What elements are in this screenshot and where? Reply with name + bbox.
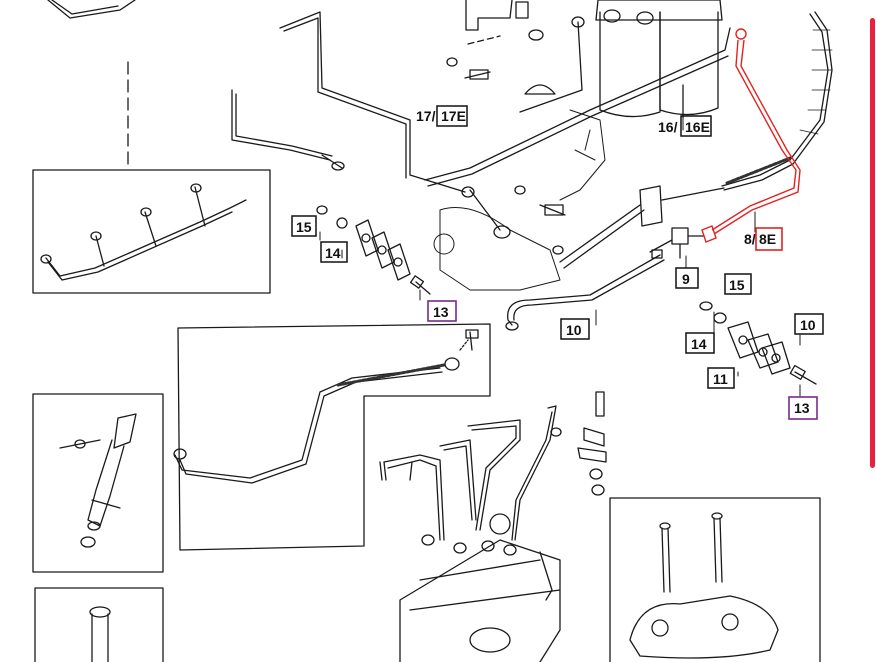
injector-pipe-box	[32, 169, 271, 294]
pump-mount-box	[609, 497, 821, 662]
callout-16-16e[interactable]: 16/ 16E	[658, 115, 712, 137]
scrollbar-thumb[interactable]	[870, 18, 875, 468]
pipe-fragment-top-left	[47, 0, 136, 19]
nozzle-box	[34, 587, 164, 662]
svg-text:15: 15	[729, 277, 745, 293]
svg-text:8/: 8/	[744, 231, 756, 247]
callout-13-left[interactable]: 13	[427, 300, 457, 322]
svg-text:11: 11	[713, 371, 728, 387]
filter-housing	[595, 0, 723, 119]
highlighted-pipe-8e[interactable]	[701, 28, 801, 243]
leader-lines	[319, 117, 801, 397]
svg-text:9: 9	[682, 271, 690, 287]
callout-13-right[interactable]: 13	[788, 396, 818, 420]
svg-text:8E: 8E	[759, 231, 776, 247]
svg-text:10: 10	[800, 317, 816, 333]
flexible-fuel-hose	[552, 11, 833, 269]
return-pipe-top	[231, 11, 466, 193]
bracket-top	[446, 0, 585, 95]
callout-14-left[interactable]: 14	[320, 241, 348, 263]
svg-text:17E: 17E	[441, 108, 466, 124]
svg-text:10: 10	[566, 322, 582, 338]
leak-off-rail	[424, 21, 731, 239]
clamp-stack-left	[316, 205, 431, 295]
callout-14-right[interactable]: 14	[685, 332, 715, 354]
scrollbar-track[interactable]	[868, 0, 876, 662]
svg-text:14: 14	[691, 336, 707, 352]
callout-9[interactable]: 9	[675, 267, 699, 289]
injection-pump	[379, 405, 562, 662]
svg-text:17/: 17/	[416, 108, 436, 124]
injector-box	[32, 393, 164, 573]
callout-15-right[interactable]: 15	[724, 273, 752, 295]
callout-8-8e[interactable]: 8/ 8E	[744, 227, 783, 251]
fuel-pipe-box	[173, 323, 491, 551]
callout-15-left[interactable]: 15	[291, 215, 317, 237]
svg-text:16E: 16E	[685, 119, 710, 135]
svg-text:15: 15	[296, 219, 312, 235]
callout-10-center[interactable]: 10	[560, 318, 590, 340]
svg-text:14: 14	[325, 245, 341, 261]
engine-block-sketch	[433, 109, 606, 291]
svg-text:13: 13	[433, 304, 449, 320]
pipe-10-lower	[505, 254, 665, 331]
banjo-fitting	[649, 227, 705, 259]
pump-bracket	[577, 391, 607, 496]
svg-text:16/: 16/	[658, 119, 678, 135]
callout-11[interactable]: 11	[707, 367, 735, 389]
callout-17-17e[interactable]: 17/ 17E	[416, 105, 468, 127]
svg-text:13: 13	[794, 400, 810, 416]
callout-10-right[interactable]: 10	[794, 313, 824, 335]
